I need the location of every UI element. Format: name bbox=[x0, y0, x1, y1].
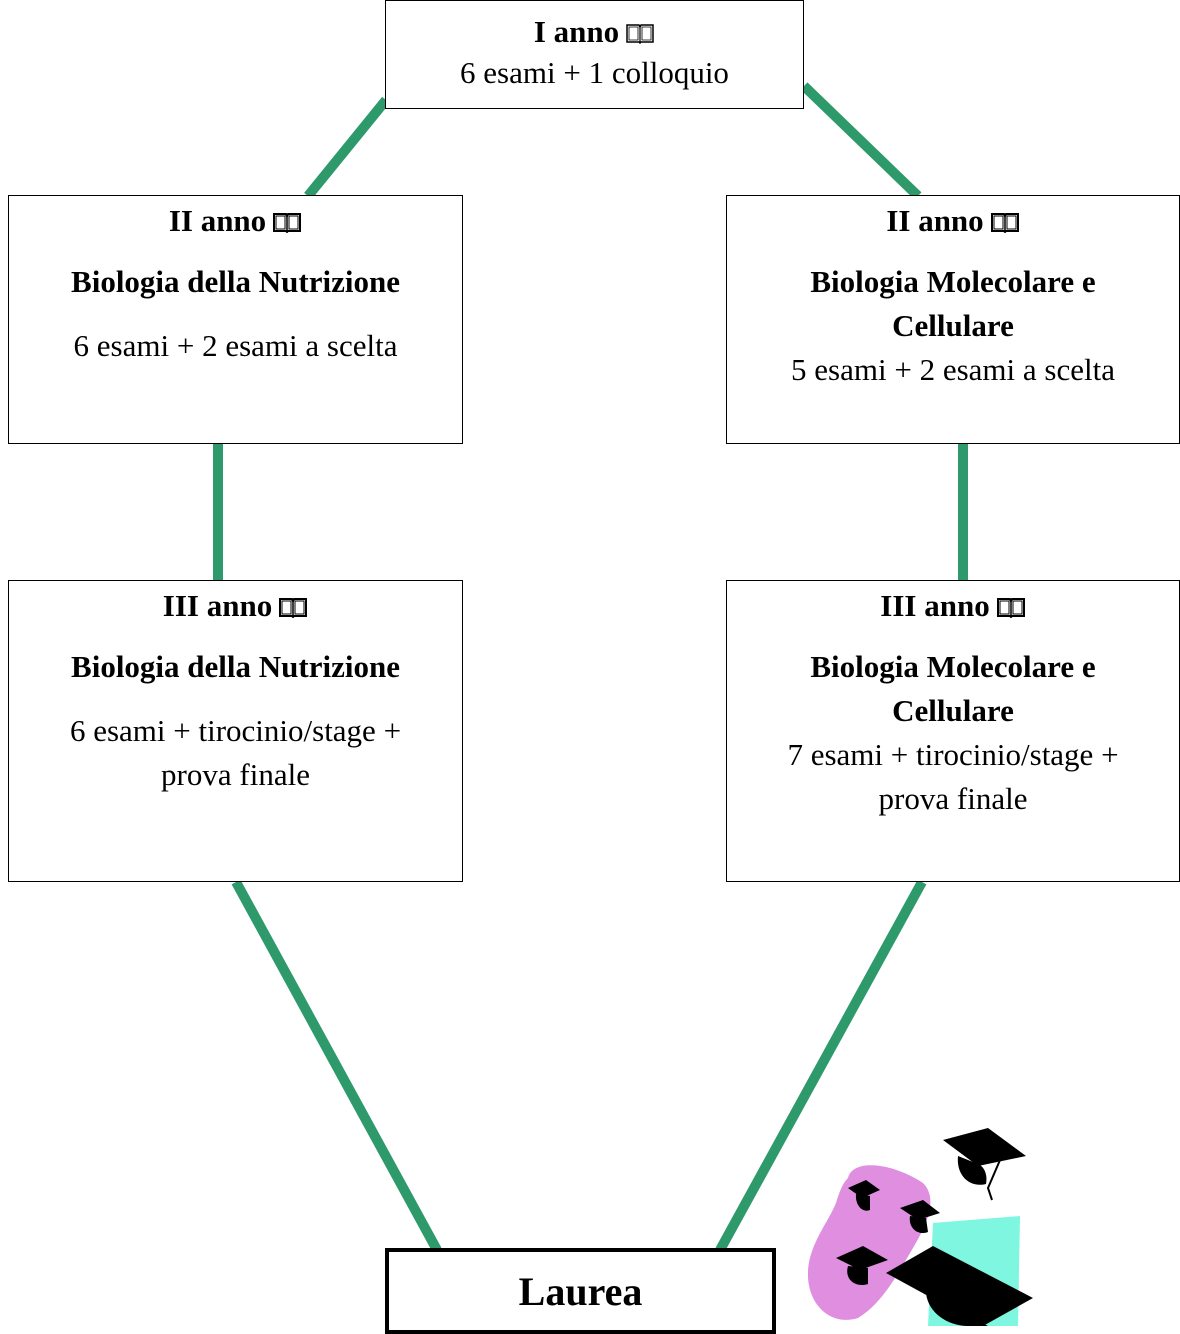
third-year-left-details-line2: prova finale bbox=[161, 757, 310, 792]
book-icon bbox=[990, 211, 1020, 233]
small-cap-1 bbox=[848, 1180, 880, 1211]
connector-y1-to-right bbox=[800, 82, 922, 200]
clipart-pink-shape bbox=[808, 1165, 931, 1320]
laurea-box: Laurea bbox=[385, 1248, 776, 1334]
connector-right-y3-to-laurea bbox=[715, 879, 927, 1253]
first-year-details: 6 esami + 1 colloquio bbox=[460, 55, 729, 90]
third-year-right-program-line2: Cellulare bbox=[892, 693, 1014, 728]
book-icon bbox=[625, 22, 655, 44]
third-year-right-title-row: III anno bbox=[727, 587, 1179, 625]
laurea-title: Laurea bbox=[518, 1269, 643, 1314]
first-year-title-row: I anno bbox=[386, 13, 803, 51]
book-icon bbox=[272, 211, 302, 233]
book-icon bbox=[996, 596, 1026, 618]
second-year-left-program: Biologia della Nutrizione bbox=[71, 264, 400, 299]
second-year-right-program-line2: Cellulare bbox=[892, 308, 1014, 343]
connector-left-y3-to-laurea bbox=[231, 879, 442, 1253]
connector-y1-to-left bbox=[304, 96, 390, 200]
second-year-right-title: II anno bbox=[886, 203, 984, 238]
third-year-right-box: III anno Biologia Molecolare e Cellulare… bbox=[726, 580, 1180, 882]
second-year-left-title: II anno bbox=[168, 203, 267, 238]
third-year-right-program-line1: Biologia Molecolare e bbox=[810, 649, 1096, 684]
second-year-left-box: II anno Biologia della Nutrizione 6 esam… bbox=[8, 195, 463, 444]
second-year-left-details: 6 esami + 2 esami a scelta bbox=[73, 328, 398, 363]
second-year-right-details: 5 esami + 2 esami a scelta bbox=[791, 352, 1115, 387]
third-year-left-details-line1: 6 esami + tirocinio/stage + bbox=[69, 713, 402, 748]
third-year-right-details-line1: 7 esami + tirocinio/stage + bbox=[787, 737, 1119, 772]
small-cap-3 bbox=[836, 1246, 888, 1286]
graduation-caps-icon bbox=[808, 1128, 1033, 1326]
second-year-right-program-line1: Biologia Molecolare e bbox=[810, 264, 1096, 299]
first-year-box: I anno 6 esami + 1 colloquio bbox=[385, 0, 804, 109]
book-icon bbox=[278, 596, 308, 618]
second-year-right-title-row: II anno bbox=[727, 202, 1179, 240]
second-year-right-box: II anno Biologia Molecolare e Cellulare … bbox=[726, 195, 1180, 444]
third-year-left-title: III anno bbox=[162, 588, 273, 623]
top-cap bbox=[943, 1128, 1026, 1201]
third-year-right-details-line2: prova finale bbox=[878, 781, 1028, 816]
small-cap-2 bbox=[900, 1200, 940, 1234]
third-year-left-title-row: III anno bbox=[9, 587, 462, 625]
second-year-left-title-row: II anno bbox=[9, 202, 462, 240]
first-year-title: I anno bbox=[533, 14, 620, 49]
big-cap bbox=[886, 1246, 1033, 1326]
third-year-left-program: Biologia della Nutrizione bbox=[71, 649, 400, 684]
third-year-left-box: III anno Biologia della Nutrizione 6 esa… bbox=[8, 580, 463, 882]
third-year-right-title: III anno bbox=[880, 588, 990, 623]
